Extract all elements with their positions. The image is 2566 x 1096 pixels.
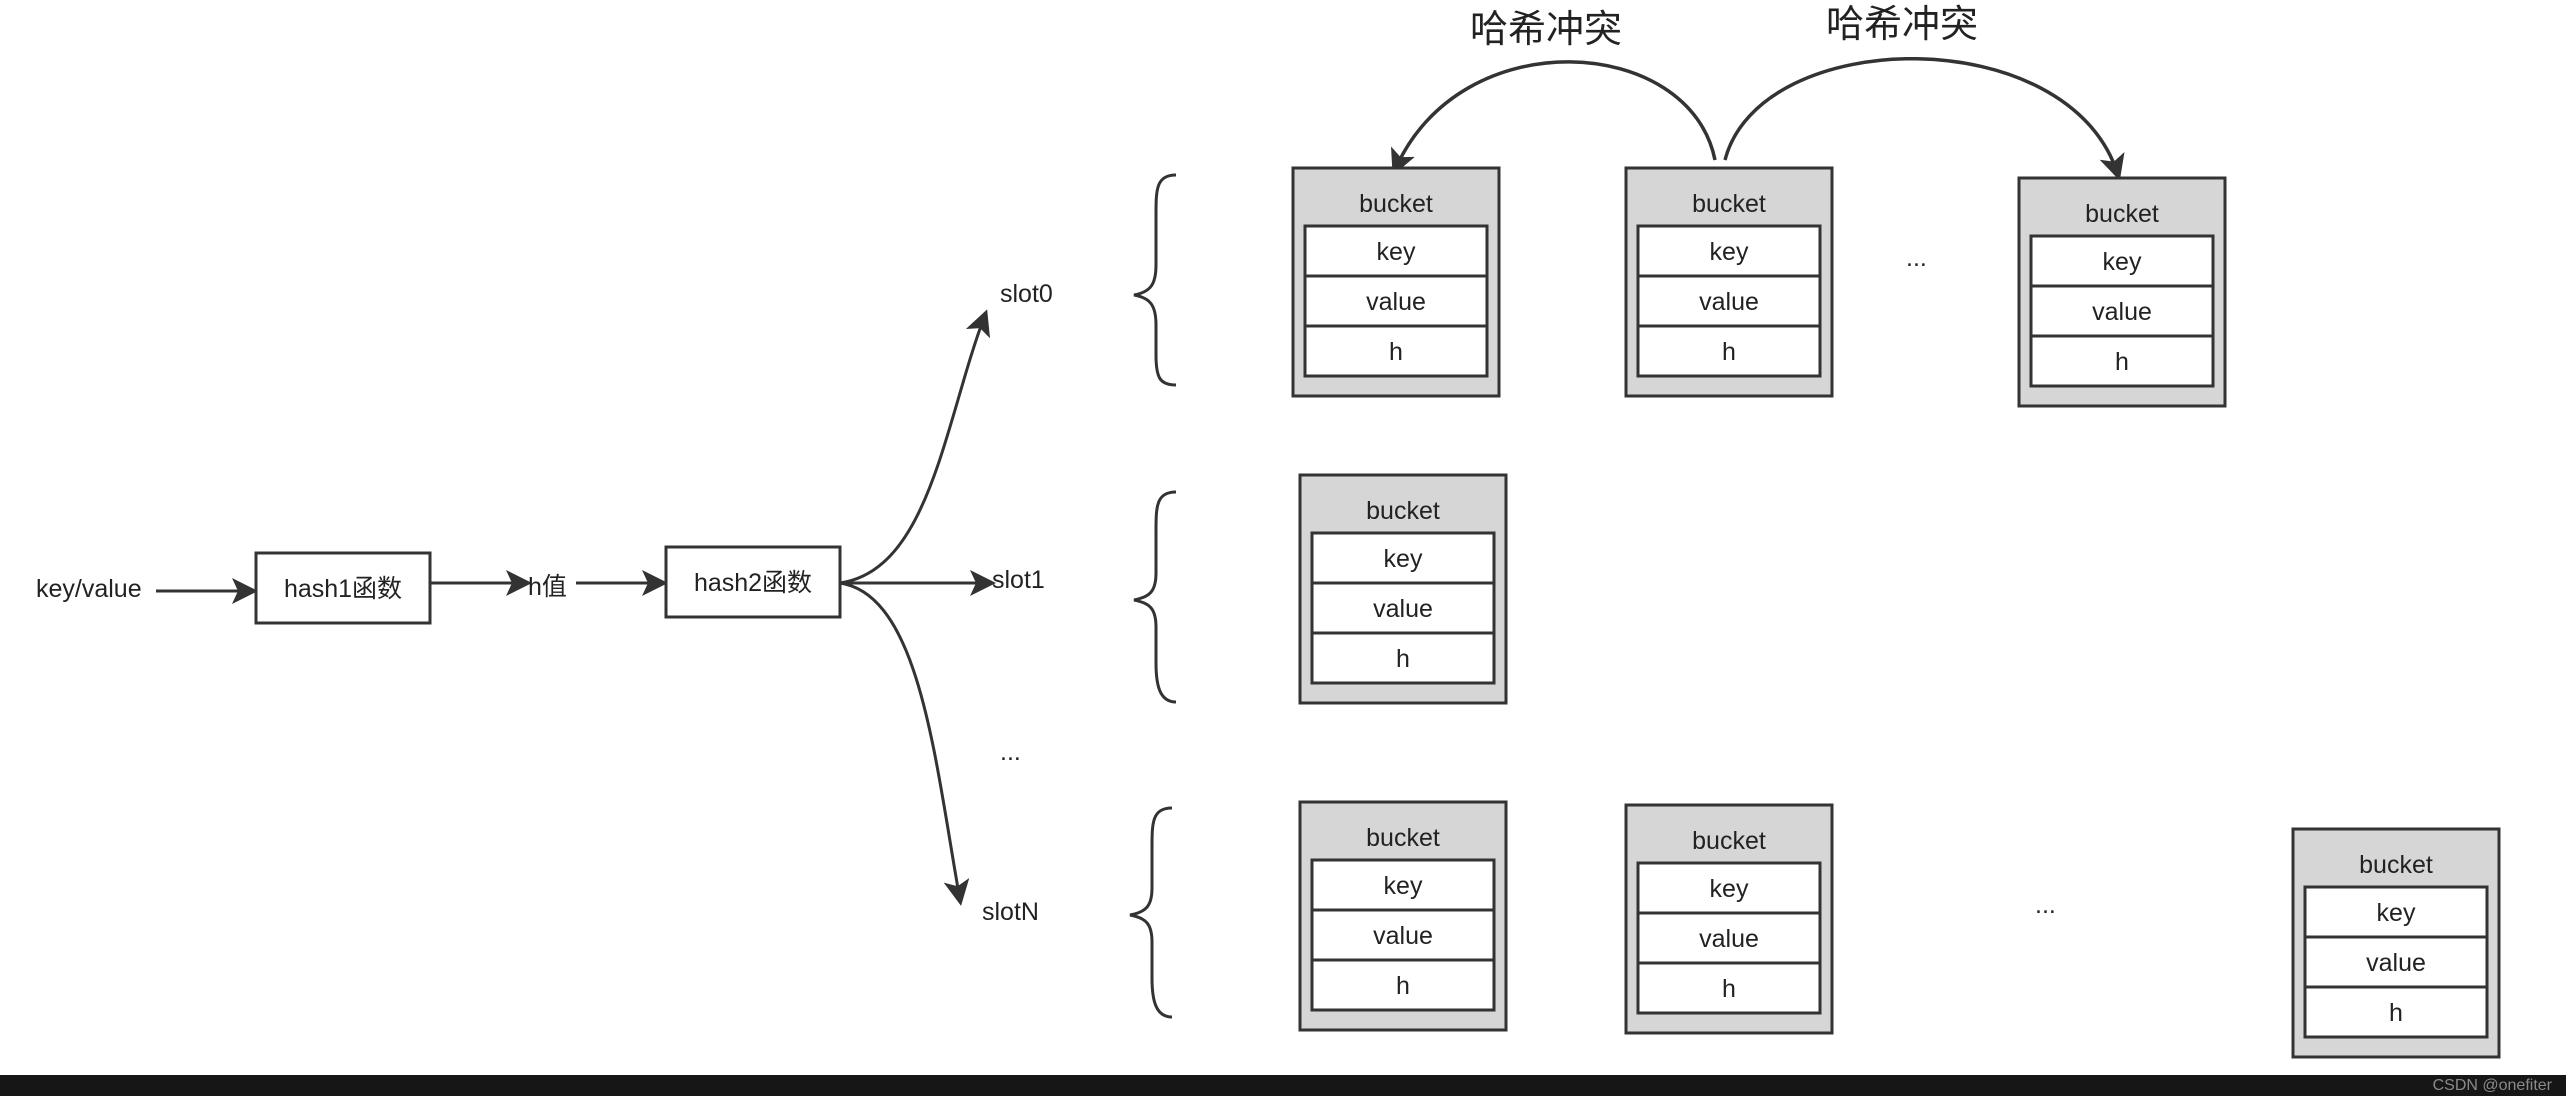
bucket-field-label-h: h xyxy=(1389,338,1403,366)
row0-bucket-2: bucket key value h xyxy=(1624,166,1834,398)
collision-arc-left xyxy=(1391,60,1717,176)
bucket-field-label-value: value xyxy=(2366,949,2426,977)
bucket-field-label-h: h xyxy=(1396,645,1410,673)
row1-bucket-1: bucket key value h xyxy=(1298,473,1508,705)
buckets-group: bucket key value h bucket key value h bucket key v… xyxy=(1291,166,2501,1059)
bucket-title: bucket xyxy=(2085,200,2159,228)
rowN-bucket-1: bucket key value h xyxy=(1298,800,1508,1032)
row0-ellipsis: ... xyxy=(1906,244,1927,272)
bucket-field-h xyxy=(2303,985,2489,1039)
bucket-field-label-key: key xyxy=(1710,238,1749,266)
bucket-field-h xyxy=(1310,958,1496,1012)
bucket-field-label-value: value xyxy=(1699,288,1759,316)
bucket-field-key xyxy=(2029,234,2215,288)
bucket-field-label-value: value xyxy=(1373,595,1433,623)
bucket-field-label-key: key xyxy=(1377,238,1416,266)
bucket-title: bucket xyxy=(1692,827,1766,855)
brace-slotN xyxy=(1129,806,1173,1019)
bucket-field-key xyxy=(1636,224,1822,278)
bucket-field-label-value: value xyxy=(1699,925,1759,953)
hval-label: h值 xyxy=(528,573,567,601)
bucket-field-label-h: h xyxy=(1722,975,1736,1003)
bucket-field-value xyxy=(1636,274,1822,328)
bucket-field-label-key: key xyxy=(1710,875,1749,903)
bucket-field-h xyxy=(1636,961,1822,1015)
bucket-field-label-h: h xyxy=(1396,972,1410,1000)
bucket-field-label-key: key xyxy=(1384,545,1423,573)
bucket-title: bucket xyxy=(2359,851,2433,879)
bucket-field-label-h: h xyxy=(2389,999,2403,1027)
bucket-field-label-key: key xyxy=(2377,899,2416,927)
arrow-to-slotN xyxy=(839,581,970,906)
bucket-field-h xyxy=(1303,324,1489,378)
hash1-box xyxy=(254,551,432,625)
slot0-label: slot0 xyxy=(1000,280,1053,308)
slot-ellipsis: ... xyxy=(1000,738,1021,766)
brace-slot1 xyxy=(1133,490,1177,704)
bucket-field-key xyxy=(2303,885,2489,939)
rowN-bucket-3: bucket key value h xyxy=(2291,827,2501,1059)
brace-slot0 xyxy=(1133,173,1177,387)
rowN-bucket-2: bucket key value h xyxy=(1624,803,1834,1035)
hash2-box xyxy=(664,545,842,619)
bucket-field-label-value: value xyxy=(1366,288,1426,316)
bucket-field-h xyxy=(1636,324,1822,378)
collision-arc-right xyxy=(1723,57,2125,181)
bucket-field-label-value: value xyxy=(1373,922,1433,950)
watermark: CSDN @onefiter xyxy=(2432,1077,2552,1094)
bucket-field-h xyxy=(2029,334,2215,388)
bucket-field-value xyxy=(1303,274,1489,328)
arrow-to-slot0 xyxy=(839,309,991,585)
bucket-title: bucket xyxy=(1366,824,1440,852)
bottom-bar xyxy=(0,1075,2566,1096)
hash2-label: hash2函数 xyxy=(694,569,812,597)
bucket-field-h xyxy=(1310,631,1496,685)
collision-label-2: 哈希冲突 xyxy=(1826,2,1978,46)
bucket-field-label-h: h xyxy=(1722,338,1736,366)
bucket-field-label-key: key xyxy=(2103,248,2142,276)
bucket-field-label-key: key xyxy=(1384,872,1423,900)
bucket-field-label-h: h xyxy=(2115,348,2129,376)
bucket-title: bucket xyxy=(1359,190,1433,218)
bucket-field-key xyxy=(1636,861,1822,915)
bucket-field-label-value: value xyxy=(2092,298,2152,326)
collision-label-1: 哈希冲突 xyxy=(1470,7,1622,51)
rowN-ellipsis: ... xyxy=(2035,891,2056,919)
input-label: key/value xyxy=(36,575,142,603)
hash1-label: hash1函数 xyxy=(284,575,402,603)
row0-bucket-3: bucket key value h xyxy=(2017,176,2227,408)
bucket-title: bucket xyxy=(1692,190,1766,218)
slot1-label: slot1 xyxy=(992,566,1045,594)
row0-bucket-1: bucket key value h xyxy=(1291,166,1501,398)
slotN-label: slotN xyxy=(982,898,1039,926)
bucket-field-value xyxy=(1310,581,1496,635)
bucket-title: bucket xyxy=(1366,497,1440,525)
bucket-field-key xyxy=(1310,531,1496,585)
